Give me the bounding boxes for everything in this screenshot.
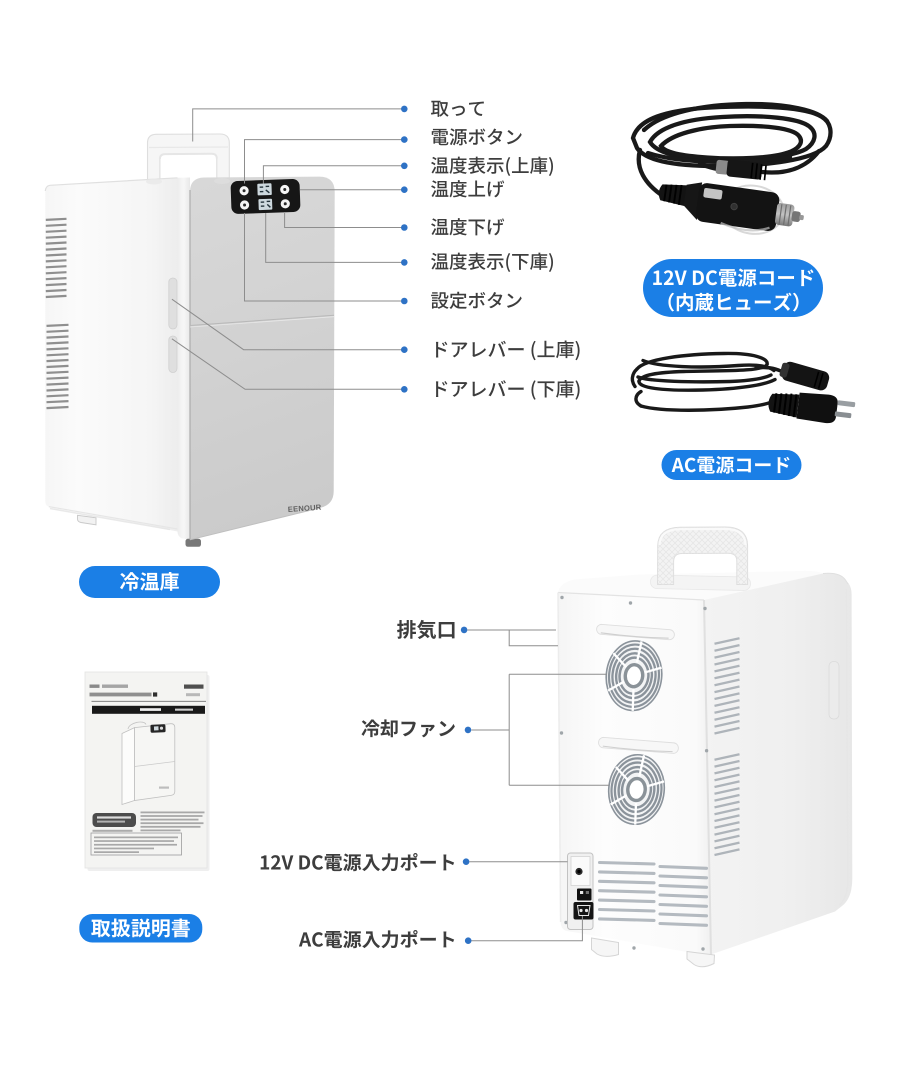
svg-text:EENOUR: EENOUR	[288, 503, 323, 514]
